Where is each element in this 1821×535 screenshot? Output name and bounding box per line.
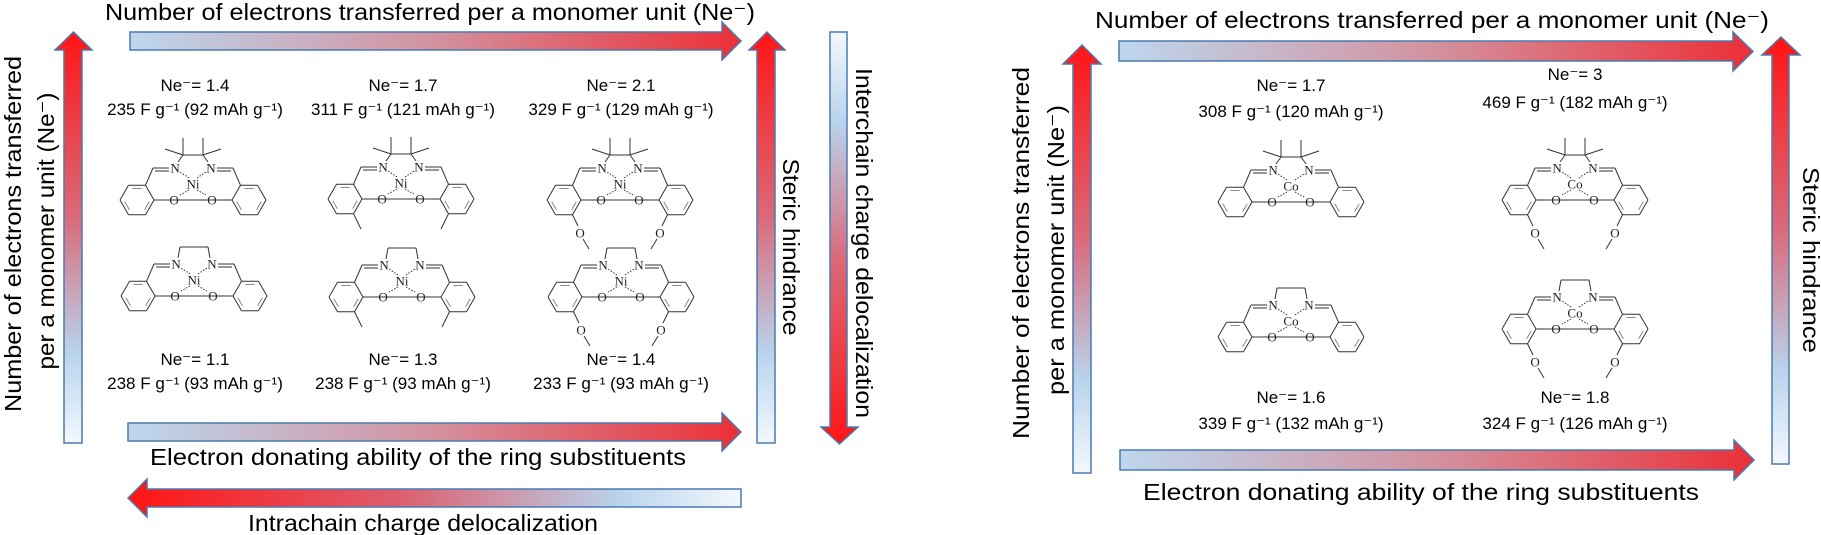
cell-capacity: 238 F g⁻¹ (93 mAh g⁻¹): [107, 374, 283, 393]
ne-arrow-up: [1061, 43, 1103, 474]
structures-layer: NiNONONiNONONiNOONOONiNONONiNONONiNOONOO…: [119, 137, 1649, 379]
oxygen-atom: O: [1530, 226, 1539, 241]
donating-ability-arrow-right: [1119, 438, 1756, 482]
nitrogen-atom: N: [633, 161, 643, 176]
nitrogen-atom: N: [598, 258, 608, 273]
top-axis-label: Number of electrons transferred per a mo…: [105, 0, 755, 25]
cell-ne: Ne⁻= 1.4: [587, 350, 656, 369]
left-axis-label-line1: Number of electrons transferred: [0, 56, 26, 412]
nitrogen-atom: N: [378, 160, 388, 175]
steric-arrow-up: [1760, 35, 1802, 465]
cell-ne: Ne⁻= 1.4: [161, 76, 230, 95]
metal-atom: Ni: [395, 176, 408, 191]
nitrogen-atom: N: [1552, 161, 1562, 176]
cell-capacity: 311 F g⁻¹ (121 mAh g⁻¹): [311, 100, 495, 119]
nitrogen-atom: N: [1552, 290, 1562, 305]
metal-atom: Ni: [187, 177, 200, 192]
nitrogen-atom: N: [1304, 163, 1314, 178]
interchain-arrow-down: [819, 31, 860, 446]
cell-ne: Ne⁻= 1.7: [369, 76, 438, 95]
oxygen-atom: O: [576, 323, 585, 338]
steric-arrow-up: [747, 30, 787, 444]
nitrogen-atom: N: [597, 161, 607, 176]
intrachain-delocalization-label: Intrachain charge delocalization: [248, 510, 598, 535]
metal-atom: Co: [1283, 179, 1298, 194]
oxygen-atom: O: [656, 323, 665, 338]
ne-arrow-up: [53, 30, 94, 444]
bottom-axis-label: Electron donating ability of the ring su…: [1143, 479, 1699, 505]
nitrogen-atom: N: [206, 161, 216, 176]
cell-ne: Ne⁻= 1.3: [369, 350, 438, 369]
cell-ne: Ne⁻= 3: [1548, 65, 1603, 84]
nitrogen-atom: N: [1268, 163, 1278, 178]
metal-atom: Co: [1567, 306, 1582, 321]
metal-atom: Co: [1283, 314, 1298, 329]
arrows-layer: [53, 20, 1802, 519]
oxygen-atom: O: [655, 226, 664, 241]
nitrogen-atom: N: [171, 257, 181, 272]
nitrogen-atom: N: [379, 258, 389, 273]
nitrogen-atom: N: [1588, 290, 1598, 305]
metal-atom: Co: [1567, 177, 1582, 192]
cell-capacity: 233 F g⁻¹ (93 mAh g⁻¹): [533, 374, 709, 393]
cobalt-panel: Number of electrons transferred per a mo…: [1008, 7, 1821, 505]
oxygen-atom: O: [1610, 355, 1619, 370]
cell-capacity: 324 F g⁻¹ (126 mAh g⁻¹): [1482, 414, 1667, 433]
cell-capacity: 339 F g⁻¹ (132 mAh g⁻¹): [1198, 414, 1383, 433]
metal-atom: Ni: [615, 274, 628, 289]
oxygen-atom: O: [575, 226, 584, 241]
cell-ne: Ne⁻= 1.7: [1257, 76, 1326, 95]
bottom-axis-label: Electron donating ability of the ring su…: [150, 444, 686, 470]
metal-atom: Ni: [396, 274, 409, 289]
nitrogen-atom: N: [634, 258, 644, 273]
steric-hindrance-label: Steric hindrance: [778, 159, 804, 336]
nitrogen-atom: N: [415, 258, 425, 273]
nitrogen-atom: N: [1304, 298, 1314, 313]
nitrogen-atom: N: [414, 160, 424, 175]
cell-capacity: 329 F g⁻¹ (129 mAh g⁻¹): [528, 100, 713, 119]
cell-capacity: 238 F g⁻¹ (93 mAh g⁻¹): [315, 374, 491, 393]
top-axis-label: Number of electrons transferred per a mo…: [1095, 7, 1769, 33]
cell-capacity: 308 F g⁻¹ (120 mAh g⁻¹): [1198, 102, 1383, 121]
cell-ne: Ne⁻= 1.1: [161, 350, 230, 369]
metal-atom: Ni: [188, 273, 201, 288]
metal-atom: Ni: [614, 177, 627, 192]
ne-arrow-right: [1118, 30, 1755, 73]
cell-ne: Ne⁻= 1.6: [1257, 388, 1326, 407]
nitrogen-atom: N: [170, 161, 180, 176]
intrachain-arrow-left: [126, 477, 742, 519]
interchain-delocalization-label: Interchain charge delocalization: [851, 68, 877, 418]
oxygen-atom: O: [1530, 355, 1539, 370]
cell-capacity: 469 F g⁻¹ (182 mAh g⁻¹): [1482, 93, 1667, 112]
left-axis-label-line2: per a monomer unit (Ne⁻): [1043, 105, 1069, 395]
cell-ne: Ne⁻= 2.1: [587, 76, 656, 95]
nitrogen-atom: N: [1268, 298, 1278, 313]
left-axis-label-line2: per a monomer unit (Ne⁻): [33, 93, 59, 370]
cell-ne: Ne⁻= 1.8: [1541, 388, 1610, 407]
left-axis-label-line1: Number of electrons transferred: [1008, 67, 1034, 439]
nitrogen-atom: N: [1588, 161, 1598, 176]
nitrogen-atom: N: [207, 257, 217, 272]
ne-arrow-right: [129, 20, 743, 62]
cell-capacity: 235 F g⁻¹ (92 mAh g⁻¹): [107, 100, 283, 119]
donating-ability-arrow-right: [127, 411, 743, 453]
steric-hindrance-label: Steric hindrance: [1798, 167, 1821, 353]
oxygen-atom: O: [1610, 226, 1619, 241]
nickel-panel: Number of electrons transferred per a mo…: [0, 0, 877, 535]
